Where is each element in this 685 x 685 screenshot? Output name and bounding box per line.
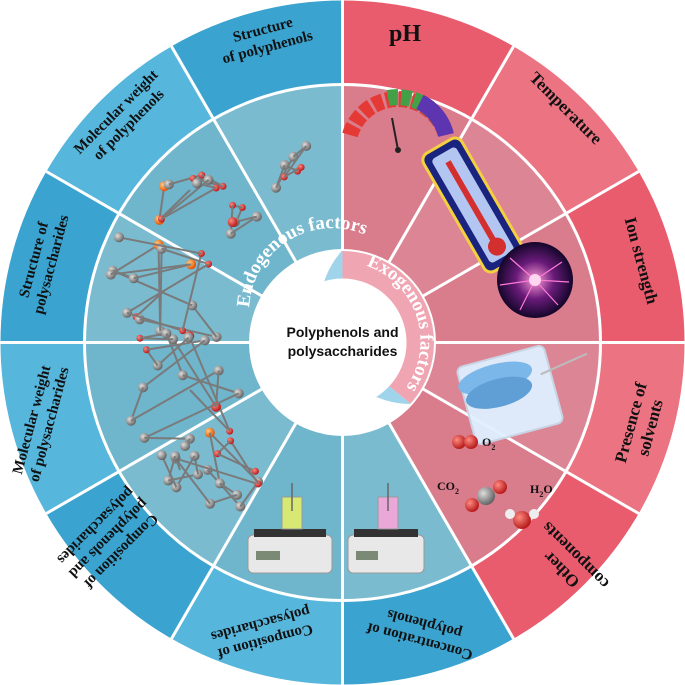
divider-line xyxy=(387,421,515,640)
o2-label: O2 xyxy=(482,435,495,452)
outer-segment-structure-polysaccharides xyxy=(0,171,120,343)
ring-divider xyxy=(83,83,602,602)
outer-segment-comp-polysaccharides xyxy=(171,565,343,685)
outer-segment-other xyxy=(471,471,639,639)
outer-segment-ph xyxy=(342,0,514,120)
molecule-model xyxy=(271,140,312,193)
molecule-model xyxy=(105,232,222,342)
beaker-icon xyxy=(456,345,588,445)
h2o-label: H2O xyxy=(530,482,553,499)
inner-segment-structure-polyphenols xyxy=(213,84,343,263)
divider-line xyxy=(421,170,640,298)
outer-segment-conc-polyphenols xyxy=(342,565,514,685)
plasma-ball-icon xyxy=(497,242,573,318)
divider-line xyxy=(170,45,298,264)
inner-segment-comp-both xyxy=(119,388,297,566)
divider-line xyxy=(45,387,264,515)
molecules-icon xyxy=(452,435,539,529)
inner-segment-mw-polyphenols xyxy=(119,119,297,297)
outer-segment-temperature xyxy=(471,46,639,214)
gauge-icon xyxy=(342,89,454,153)
divider-line xyxy=(421,387,640,515)
balance-icon xyxy=(247,483,333,574)
molecule-models xyxy=(105,140,312,512)
outer-segment-comp-both xyxy=(46,471,214,639)
molecule-model xyxy=(170,427,264,512)
center-title-line-1: Polyphenols and xyxy=(286,324,398,340)
balance-icon xyxy=(347,483,425,574)
outer-segment-ion-strength xyxy=(565,171,685,343)
molecule-model xyxy=(126,328,244,452)
molecule-model xyxy=(225,201,262,239)
co2-label: CO2 xyxy=(437,479,459,496)
molecule-model xyxy=(156,450,203,493)
divider-line xyxy=(170,421,298,640)
molecule-model xyxy=(154,171,227,225)
outer-segment-mw-polysaccharides xyxy=(0,342,120,514)
divider-line xyxy=(45,170,264,298)
outer-segment-solvents xyxy=(565,342,685,514)
outer-segment-structure-polyphenols xyxy=(171,0,343,120)
center-title-line-2: polysaccharides xyxy=(288,343,398,359)
center-circle xyxy=(278,278,407,407)
outer-segment-mw-polyphenols xyxy=(46,46,214,214)
exogenous-ring-band xyxy=(342,250,435,404)
ph-label: pH xyxy=(389,21,421,47)
